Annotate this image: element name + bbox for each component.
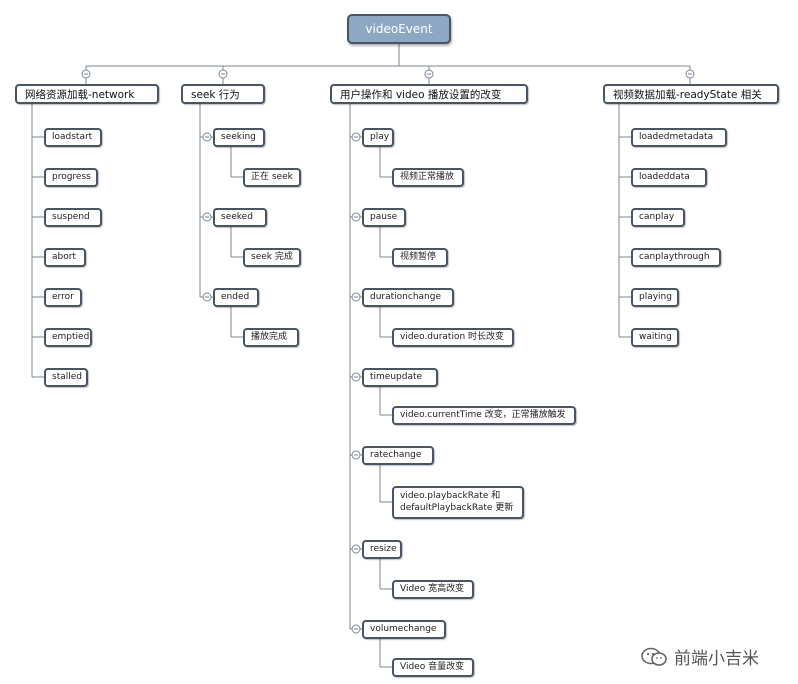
node-loadstart: loadstart: [44, 128, 102, 147]
node-abort: abort: [44, 248, 86, 267]
node-canplay: canplay: [631, 208, 685, 227]
node-durationchange: durationchange: [362, 288, 454, 307]
node-timeupdate-desc: video.currentTime 改变，正常播放触发: [392, 406, 576, 425]
branch-ready-state: 视频数据加载-readyState 相关: [603, 84, 779, 104]
node-progress: progress: [44, 168, 98, 187]
node-stalled: stalled: [44, 368, 88, 387]
node-seeked: seeked: [213, 208, 267, 227]
node-pause: pause: [362, 208, 406, 227]
node-error: error: [44, 288, 82, 307]
node-resize-desc: Video 宽高改变: [392, 580, 474, 599]
node-waiting: waiting: [631, 328, 679, 347]
node-canplaythrough: canplaythrough: [631, 248, 721, 267]
node-volumechange-desc: Video 音量改变: [392, 658, 474, 677]
node-ended: ended: [213, 288, 259, 307]
watermark-text: 前端小吉米: [674, 649, 759, 669]
node-timeupdate: timeupdate: [362, 368, 438, 387]
watermark: 前端小吉米: [640, 644, 759, 669]
node-durationchange-desc: video.duration 时长改变: [392, 328, 514, 347]
node-playing: playing: [631, 288, 679, 307]
root-node: videoEvent: [347, 14, 451, 44]
node-loadeddata: loadeddata: [631, 168, 707, 187]
node-play-desc: 视频正常播放: [392, 168, 464, 187]
node-volumechange: volumechange: [362, 620, 446, 639]
node-ratechange-desc: video.playbackRate 和 defaultPlaybackRate…: [392, 486, 524, 519]
node-pause-desc: 视频暂停: [392, 248, 448, 267]
branch-seek: seek 行为: [181, 84, 265, 104]
node-seeking: seeking: [213, 128, 265, 147]
node-resize: resize: [362, 540, 402, 559]
branch-user-operation: 用户操作和 video 播放设置的改变: [330, 84, 528, 104]
node-ratechange: ratechange: [362, 446, 434, 465]
branch-network: 网络资源加载-network: [15, 84, 159, 104]
node-seeking-desc: 正在 seek: [243, 168, 301, 187]
wechat-icon: [641, 647, 667, 666]
node-seeked-desc: seek 完成: [243, 248, 301, 267]
node-loadedmetadata: loadedmetadata: [631, 128, 727, 147]
node-ended-desc: 播放完成: [243, 328, 299, 347]
node-emptied: emptied: [44, 328, 92, 347]
node-play: play: [362, 128, 394, 147]
node-suspend: suspend: [44, 208, 102, 227]
